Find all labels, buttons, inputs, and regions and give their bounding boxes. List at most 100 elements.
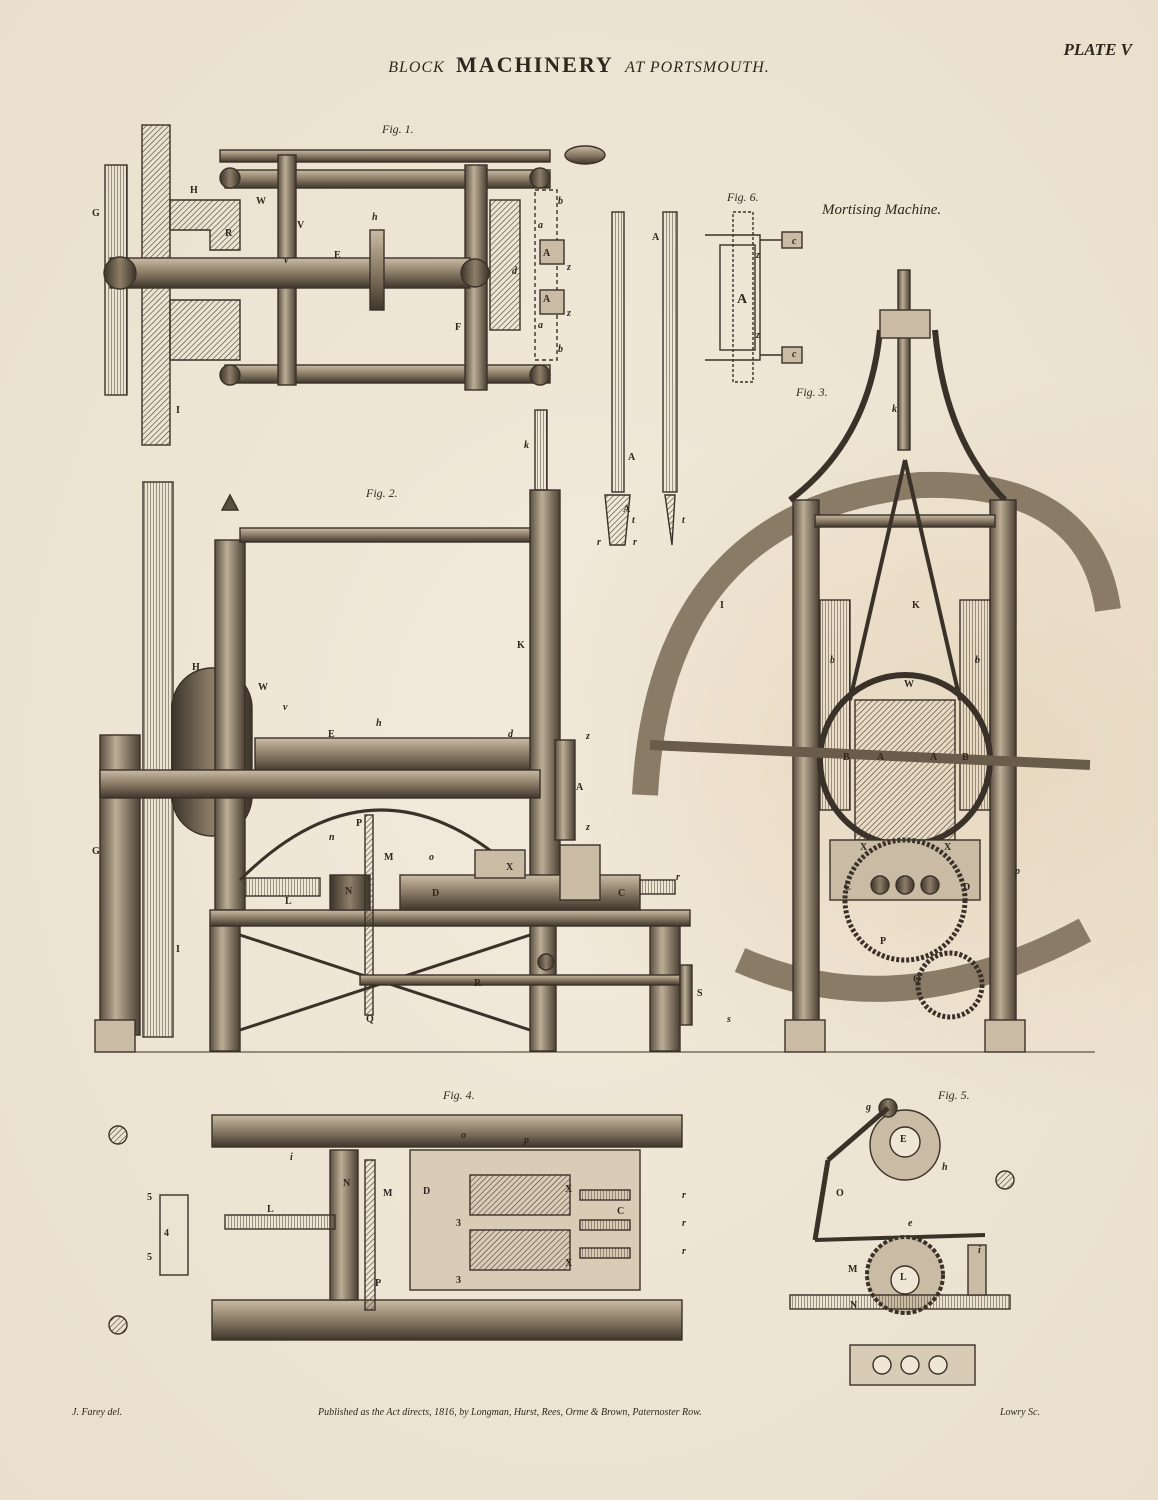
fig3-label: P (880, 936, 887, 947)
fig4-label: X (565, 1258, 573, 1269)
publisher-imprint: Published as the Act directs, 1816, by L… (318, 1407, 702, 1418)
fig2-label: M (384, 852, 394, 863)
fig3-label: A (877, 752, 885, 763)
fig2-label: C (618, 888, 626, 899)
mortising-machine-caption: Mortising Machine. (822, 202, 942, 218)
fig2-label: I (176, 944, 180, 955)
engraver-credit: Lowry Sc. (1000, 1407, 1040, 1418)
fig1-title: Fig. 1. (382, 122, 414, 136)
fig1-label: F (455, 322, 462, 333)
fig2-label: H (192, 662, 200, 673)
fig4-label: p (524, 1135, 529, 1146)
fig5-drawing (789, 1098, 1015, 1386)
fig4-label: P (375, 1278, 382, 1289)
fig4-label: r (682, 1190, 686, 1201)
fig2-label: R (474, 978, 482, 989)
tool-label: A (628, 452, 636, 463)
fig2-label: Q (366, 1014, 374, 1025)
title-main: MACHINERY (456, 52, 614, 77)
fig3-title: Fig. 3. (796, 385, 828, 399)
fig2-label: v (283, 702, 288, 713)
fig2-label: d (508, 729, 513, 740)
tools-drawing (604, 211, 678, 546)
fig3-label: W (904, 679, 914, 690)
fig5-label: e (908, 1218, 913, 1229)
fig2-label: h (376, 718, 382, 729)
fig5-label: h (942, 1162, 948, 1173)
fig4-label: X (565, 1184, 573, 1195)
fig4-label: M (383, 1188, 393, 1199)
fig2-label: z (586, 731, 590, 742)
fig2-label: D (432, 888, 440, 899)
fig2-label: N (345, 886, 353, 897)
draughtsman-credit: J. Farey del. (72, 1407, 123, 1418)
fig1-label: h (372, 212, 378, 223)
fig1-label: b (558, 196, 563, 207)
title-prefix: BLOCK (388, 59, 445, 76)
fig1-label: d (512, 266, 517, 277)
fig4-label: C (617, 1206, 625, 1217)
fig2-spindle-E (254, 737, 531, 773)
fig1-label: W (256, 196, 266, 207)
fig6-label: c (792, 349, 797, 360)
fig4-label: o (461, 1130, 466, 1141)
fig4-label: 5 (147, 1192, 152, 1203)
fig2-label: E (328, 729, 335, 740)
fig3-label: X (944, 842, 952, 853)
title-suffix: AT PORTSMOUTH. (625, 59, 770, 76)
fig5-label: i (978, 1245, 981, 1256)
fig4-label: r (682, 1246, 686, 1257)
fig5-title: Fig. 5. (938, 1088, 970, 1102)
fig3-label: B (962, 752, 969, 763)
fig3-label: p (1015, 866, 1020, 877)
fig4-label: D (423, 1186, 431, 1197)
fig2-label: k (524, 440, 529, 451)
fig1-label: v (284, 255, 289, 266)
fig2-label: z (586, 822, 590, 833)
fig3-label: X (860, 842, 868, 853)
fig3-label: D (963, 882, 971, 893)
fig4-label: 3 (456, 1218, 461, 1229)
fig3-label: b (975, 655, 980, 666)
fig2-label: s (727, 1014, 731, 1025)
fig5-label: M (848, 1264, 858, 1275)
fig2-wheel-I (142, 481, 174, 1038)
fig3-label: Q (913, 974, 921, 985)
plate-title: BLOCK MACHINERY AT PORTSMOUTH. (0, 52, 1158, 78)
fig6-label: z (756, 330, 760, 341)
fig3-label: K (912, 600, 920, 611)
fig1-label: a (538, 220, 543, 231)
fig2-label: L (285, 896, 292, 907)
fig4-label: i (290, 1152, 293, 1163)
fig1-label: z (567, 262, 571, 273)
fig2-title: Fig. 2. (366, 486, 398, 500)
fig1-label: A (543, 248, 551, 259)
plate-number: PLATE V (1063, 40, 1132, 59)
fig2-label: K (517, 640, 525, 651)
fig2-label: G (92, 846, 100, 857)
fig3-label: k (892, 404, 897, 415)
fig1-label: A (543, 294, 551, 305)
fig3-label: I (720, 600, 724, 611)
tool-label: r (597, 537, 601, 548)
fig6-label: z (756, 250, 760, 261)
tool-label: A (652, 232, 660, 243)
fig2-label: r (676, 872, 680, 883)
fig4-label: r (682, 1218, 686, 1229)
fig6-label: c (792, 236, 797, 247)
fig2-label: o (429, 852, 434, 863)
tool-label: A (623, 504, 631, 515)
fig6-drawing (705, 211, 803, 383)
fig3-label: B (843, 752, 850, 763)
fig4-label: L (267, 1204, 274, 1215)
fig6-label: A (737, 292, 748, 307)
fig3-label: b (830, 655, 835, 666)
fig1-label: R (225, 228, 233, 239)
fig1-drawing (103, 124, 606, 446)
fig5-label: O (836, 1188, 844, 1199)
fig5-label: E (900, 1134, 907, 1145)
fig2-label: W (258, 682, 268, 693)
fig3-label: C (844, 882, 852, 893)
fig4-title: Fig. 4. (443, 1088, 475, 1102)
